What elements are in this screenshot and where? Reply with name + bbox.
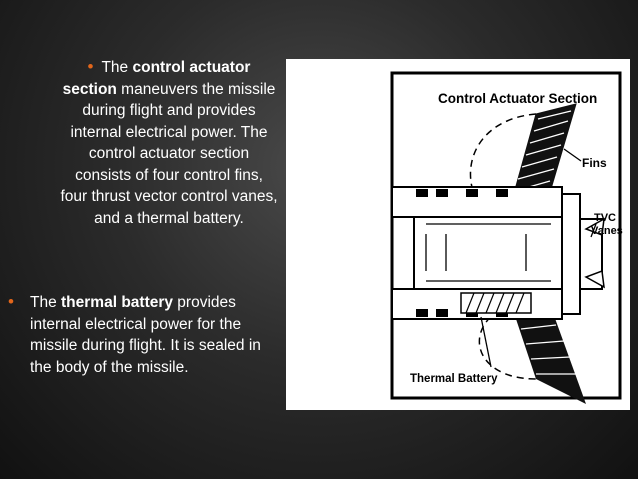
- bullet2-bold: thermal battery: [61, 294, 173, 311]
- bullet1-pre: The: [101, 59, 133, 76]
- bullet-dot-icon: •: [87, 57, 94, 76]
- bullet2-rest: provides internal electrical power for t…: [30, 294, 261, 376]
- bullet1-rest: maneuvers the missile during flight and …: [60, 80, 278, 227]
- label-tvc-2: Vanes: [591, 225, 623, 237]
- label-tvc-1: TVC: [594, 212, 616, 224]
- actuator-figure: Control Actuator Section: [286, 59, 630, 410]
- bullet-control-actuator: • The control actuator section maneuvers …: [60, 56, 278, 229]
- bullet-thermal-battery: • The thermal battery provides internal e…: [8, 292, 280, 378]
- bullet-dot-icon: •: [8, 292, 14, 311]
- figure-title: Control Actuator Section: [438, 91, 597, 106]
- label-thermal-battery: Thermal Battery: [410, 373, 498, 385]
- bullet1-bold: control actuator section: [62, 59, 251, 98]
- bullet2-pre: The: [30, 294, 62, 311]
- label-fins: Fins: [582, 156, 607, 170]
